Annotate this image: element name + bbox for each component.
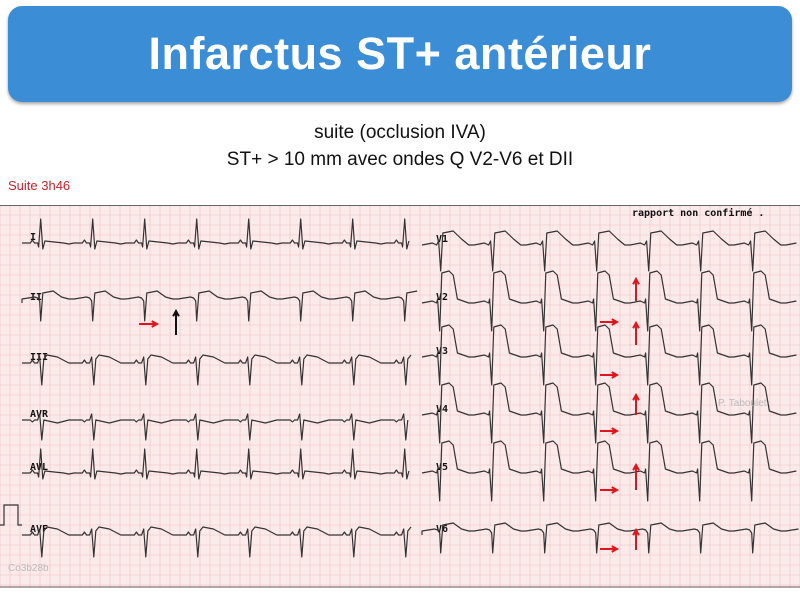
right-arrow-icon [139,320,160,328]
report-note: rapport non confirmé . [632,208,765,219]
subtitle-line-1: suite (occlusion IVA) [314,122,486,143]
trace-lead-v1 [421,230,797,272]
right-arrow-icon [600,486,620,494]
right-arrow-icon [600,318,620,326]
trace-lead-v5 [421,440,797,502]
up-arrow-icon [172,308,180,335]
trace-lead-avl [22,448,410,480]
right-arrow-icon [600,545,620,553]
timestamp-label: Suite 3h46 [8,178,71,193]
lead-label-v5: V5 [436,462,448,473]
author-watermark: P. Taboulet [718,398,767,409]
trace-lead-v2 [421,270,797,332]
grid-lines [0,205,800,588]
lead-label-i: I [30,232,36,243]
up-arrow-icon [632,276,640,301]
trace-lead-i [22,218,410,250]
title-banner: Infarctus ST+ antérieur [8,6,792,102]
lead-label-v3: V3 [436,346,448,357]
right-arrow-icon [600,427,620,435]
trace-lead-v4 [421,382,797,444]
up-arrow-icon [632,527,640,550]
calibration-pulse [0,504,22,526]
trace-lead-iii [22,354,412,386]
lead-label-v2: V2 [436,292,448,303]
up-arrow-icon [632,462,640,490]
up-arrow-icon [632,392,640,415]
subtitle-line-2: ST+ > 10 mm avec ondes Q V2-V6 et DII [226,149,574,170]
trace-lead-v3 [421,324,797,386]
up-arrow-icon [632,320,640,345]
trace-lead-v6 [421,522,799,554]
trace-lead-ii [21,290,418,322]
trace-lead-avf [22,526,412,558]
lead-label-v4: V4 [436,404,448,415]
trace-lead-avr [22,413,409,441]
right-arrow-icon [600,371,620,379]
code-watermark: Co3b28b [8,563,49,574]
slide-title: Infarctus ST+ antérieur [148,28,652,79]
